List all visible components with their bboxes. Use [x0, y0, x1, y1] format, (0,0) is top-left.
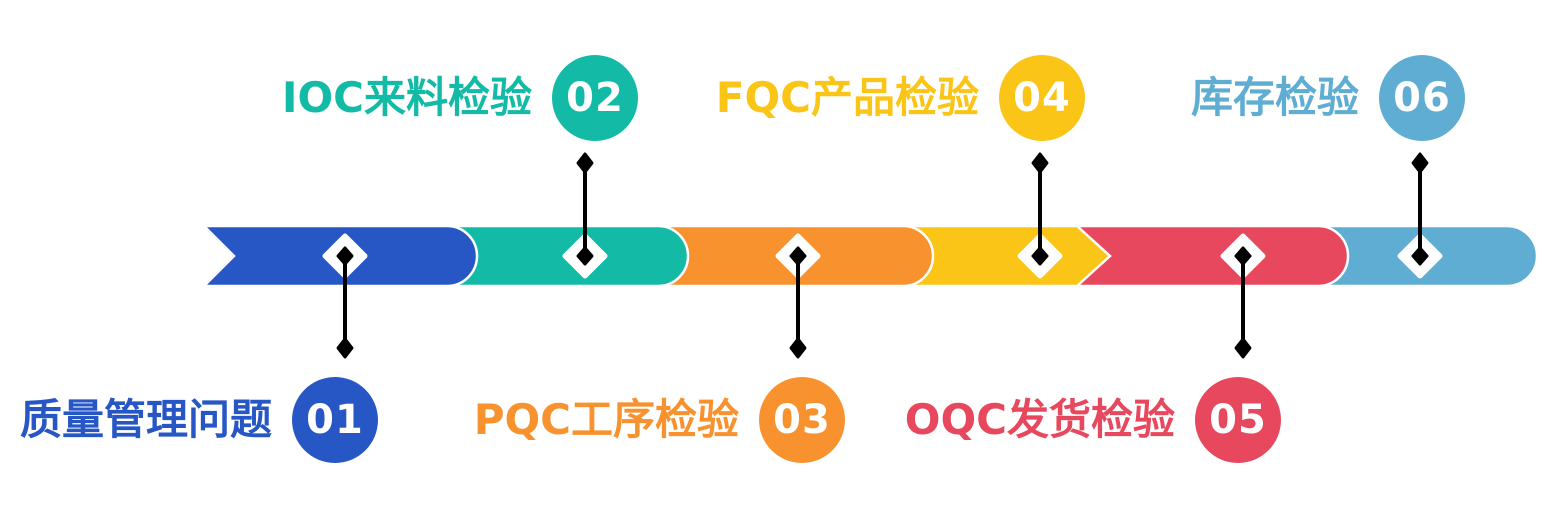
item-badge-04: 04 — [999, 55, 1085, 141]
item-label-01: 质量管理问题 — [19, 395, 272, 444]
center-diamond-01 — [336, 246, 354, 266]
end-diamond-02 — [576, 152, 594, 174]
end-diamond-01 — [336, 337, 354, 359]
segment-5-oqc — [1063, 224, 1350, 288]
item-label-02: IOC来料检验 — [281, 73, 532, 122]
item-label-06: 库存检验 — [1190, 73, 1359, 122]
center-diamond-06 — [1411, 246, 1429, 266]
center-diamond-04 — [1031, 246, 1049, 266]
end-diamond-03 — [789, 337, 807, 359]
item-label-03: PQC工序检验 — [473, 395, 739, 444]
end-diamond-04 — [1031, 152, 1049, 174]
item-label-05: OQC发货检验 — [904, 395, 1175, 444]
center-diamond-05 — [1234, 246, 1252, 266]
item-badge-05: 05 — [1195, 377, 1281, 463]
item-badge-02: 02 — [552, 55, 638, 141]
end-diamond-06 — [1411, 152, 1429, 174]
item-badge-01: 01 — [292, 377, 378, 463]
item-badge-06: 06 — [1379, 55, 1465, 141]
center-diamond-02 — [576, 246, 594, 266]
center-diamond-03 — [789, 246, 807, 266]
item-badge-03: 03 — [759, 377, 845, 463]
item-label-04: FQC产品检验 — [715, 73, 979, 122]
end-diamond-05 — [1234, 337, 1252, 359]
